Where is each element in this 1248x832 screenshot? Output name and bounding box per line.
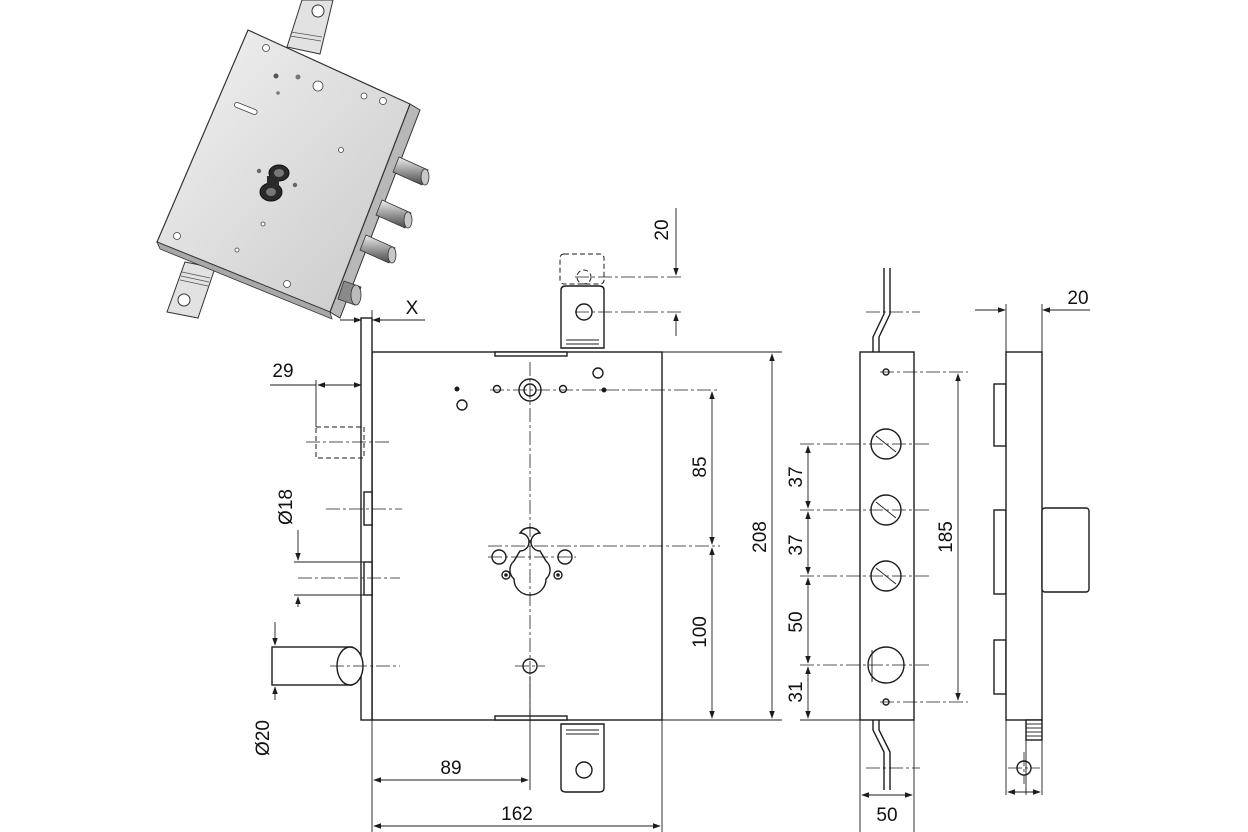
dim-x-label: X [406, 298, 419, 319]
dim-faceplate-hole-span: 185 [936, 521, 957, 553]
dim-bolt-diameter: Ø18 [276, 489, 297, 525]
dim-bolt-spacing-4: 31 [786, 681, 807, 702]
dim-bolt-projection: 29 [272, 361, 293, 382]
dim-faceplate-width: 50 [876, 805, 897, 826]
lock-isometric-view [156, 0, 430, 320]
front-view-dimensions: X 29 Ø18 Ø20 89 162 20 85 100 [253, 208, 782, 832]
dim-latch-diameter: Ø20 [253, 720, 274, 756]
dim-upper-to-keyhole: 85 [690, 456, 711, 477]
dim-bolt-spacing-2: 37 [786, 534, 807, 555]
isometric-bolts [337, 156, 430, 306]
dim-faceplate-offset: 20 [1067, 288, 1088, 309]
lock-front-view [271, 253, 720, 793]
faceplate-side-view [859, 268, 920, 790]
dim-case-height: 208 [750, 521, 771, 553]
faceplate-dimensions: 37 37 50 31 185 50 [786, 371, 968, 832]
lock-edge-view: 20 [975, 288, 1090, 795]
dim-case-width: 162 [501, 804, 533, 825]
dim-backset: 89 [440, 758, 461, 779]
dim-keyhole-to-lower: 100 [690, 616, 711, 648]
dim-bolt-spacing-1: 37 [786, 466, 807, 487]
dim-bolt-spacing-3: 50 [786, 611, 807, 632]
dim-top-offset: 20 [652, 219, 673, 240]
